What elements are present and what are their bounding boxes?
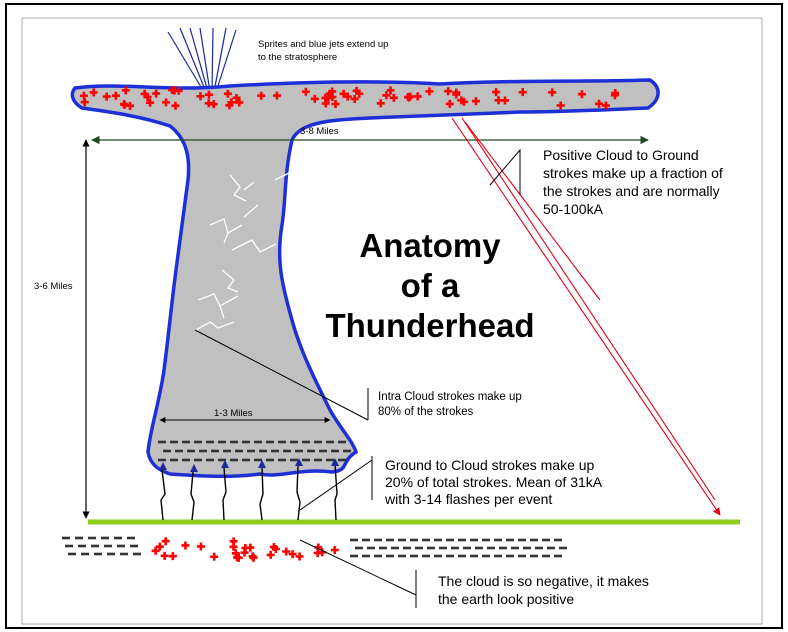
- positive-cg-line1: Positive Cloud to Ground: [543, 147, 699, 163]
- base-width-label: 1-3 Miles: [214, 408, 253, 419]
- sprites-label-line1: Sprites and blue jets extend up: [258, 39, 388, 50]
- intra-cloud-line2: 80% of the strokes: [378, 406, 473, 418]
- top-width-label: 3-8 Miles: [300, 126, 339, 137]
- earth-line1: The cloud is so negative, it makes: [438, 573, 649, 589]
- height-label: 3-6 Miles: [34, 281, 73, 292]
- sprites-label-line2: to the stratosphere: [258, 52, 337, 63]
- ground-to-cloud-line1: Ground to Cloud strokes make up: [385, 457, 595, 473]
- ground-to-cloud-line3: with 3-14 flashes per event: [384, 491, 552, 507]
- positive-cg-line3: the strokes and are normally: [543, 183, 720, 199]
- earth-line2: the earth look positive: [438, 591, 574, 607]
- title-line1: Anatomy: [359, 227, 501, 264]
- intra-cloud-line1: Intra Cloud strokes make up: [378, 391, 522, 403]
- title-line2: of a: [401, 267, 460, 304]
- positive-cg-line4: 50-100kA: [543, 201, 604, 217]
- title-line3: Thunderhead: [325, 307, 534, 344]
- positive-cg-line2: strokes make up a fraction of: [543, 165, 723, 181]
- ground-to-cloud-line2: 20% of total strokes. Mean of 31kA: [385, 474, 603, 490]
